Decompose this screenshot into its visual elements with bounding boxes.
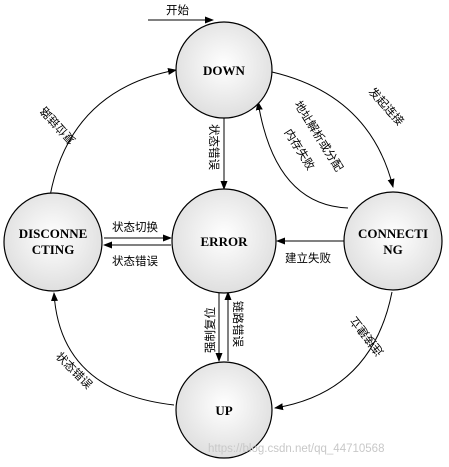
node-down-label: DOWN: [203, 63, 246, 78]
label-disconnecting-to-error: 状态切换: [112, 220, 158, 234]
start-label: 开始: [166, 3, 189, 17]
node-connecting-label-line2: NG: [383, 242, 403, 257]
node-disconnecting: DISCONNE CTING: [3, 192, 103, 292]
label-error-to-up: 强制复位: [203, 307, 217, 353]
start-arrow: 开始: [148, 3, 214, 24]
edge-down-to-connecting: [271, 71, 395, 188]
edges: [49, 68, 395, 411]
node-down: DOWN: [175, 21, 273, 119]
label-connecting-to-error: 建立失败: [285, 251, 331, 265]
edge-disconnecting-to-down: [49, 68, 177, 197]
node-error-label: ERROR: [201, 234, 249, 249]
edge-connecting-to-down: [255, 101, 349, 209]
label-error-to-disconnecting: 状态错误: [112, 254, 158, 268]
edge-up-to-disconnecting: [50, 292, 175, 406]
edge-connecting-to-up: [274, 291, 393, 411]
label-up-to-error: 链路错误: [231, 301, 245, 347]
label-connecting-to-up: 连接建立: [347, 314, 386, 359]
node-connecting: CONNECTI NG: [343, 191, 443, 291]
label-down-to-error: 状态错误: [207, 124, 221, 170]
watermark: https://blog.csdn.net/qq_44710568: [208, 443, 384, 455]
node-error: ERROR: [171, 188, 277, 294]
label-down-to-connecting: 发起连接: [366, 85, 408, 129]
label-disconnecting-to-down: 复位链路: [37, 103, 79, 147]
node-up-label: UP: [215, 403, 232, 418]
node-up: UP: [175, 361, 273, 459]
node-disconnecting-label-line1: DISCONNE: [19, 226, 88, 241]
node-disconnecting-label-line2: CTING: [32, 242, 75, 257]
nodes: DOWN ERROR CONNECTI NG DISCONNE CTING UP: [3, 21, 443, 459]
node-connecting-label-line1: CONNECTI: [358, 226, 428, 241]
